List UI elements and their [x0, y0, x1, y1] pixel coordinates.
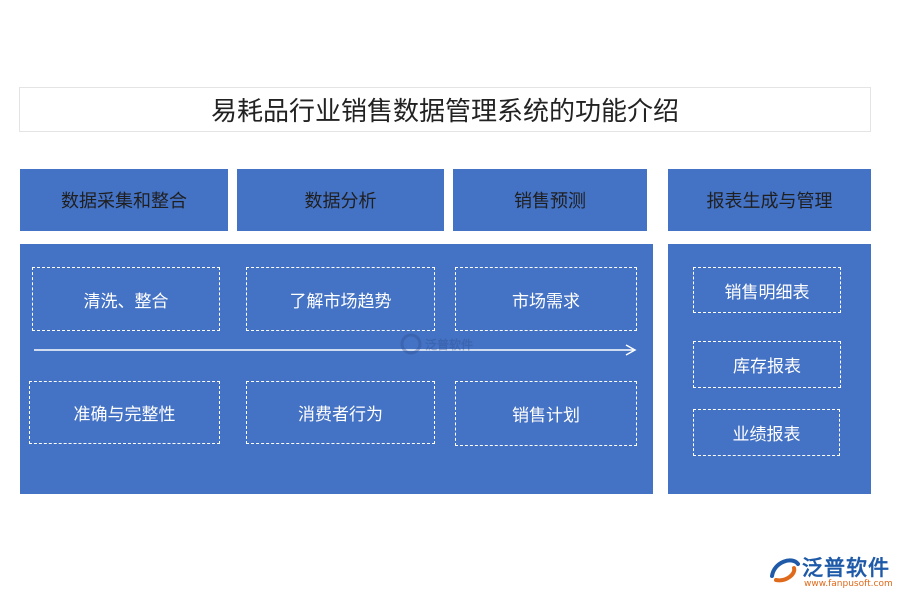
- item-sales-plan: 销售计划: [455, 381, 637, 446]
- item-inventory-report: 库存报表: [693, 341, 841, 388]
- left-panel: [20, 244, 653, 494]
- header-data-analysis: 数据分析: [237, 169, 444, 231]
- item-consumer-behavior: 消费者行为: [246, 381, 435, 444]
- item-accuracy-completeness: 准确与完整性: [29, 381, 220, 444]
- watermark-text: 泛普软件: [425, 337, 474, 352]
- brand-logo: 泛普软件 www.fanpusoft.com: [768, 552, 893, 596]
- watermark: 泛普软件: [400, 333, 473, 355]
- item-performance-report: 业绩报表: [693, 409, 840, 456]
- watermark-logo-icon: [400, 333, 422, 355]
- brand-name: 泛普软件: [802, 556, 890, 580]
- brand-url: www.fanpusoft.com: [804, 579, 893, 589]
- item-sales-detail: 销售明细表: [693, 267, 841, 313]
- page-title: 易耗品行业销售数据管理系统的功能介绍: [19, 87, 871, 132]
- header-report-management: 报表生成与管理: [668, 169, 871, 231]
- item-market-trend: 了解市场趋势: [246, 267, 435, 331]
- brand-swirl-icon: [770, 558, 800, 583]
- flow-arrow: [34, 344, 637, 356]
- item-market-demand: 市场需求: [455, 267, 637, 331]
- item-clean-integrate: 清洗、整合: [32, 267, 220, 331]
- header-data-collection: 数据采集和整合: [20, 169, 228, 231]
- right-panel: [668, 244, 871, 494]
- header-sales-forecast: 销售预测: [453, 169, 647, 231]
